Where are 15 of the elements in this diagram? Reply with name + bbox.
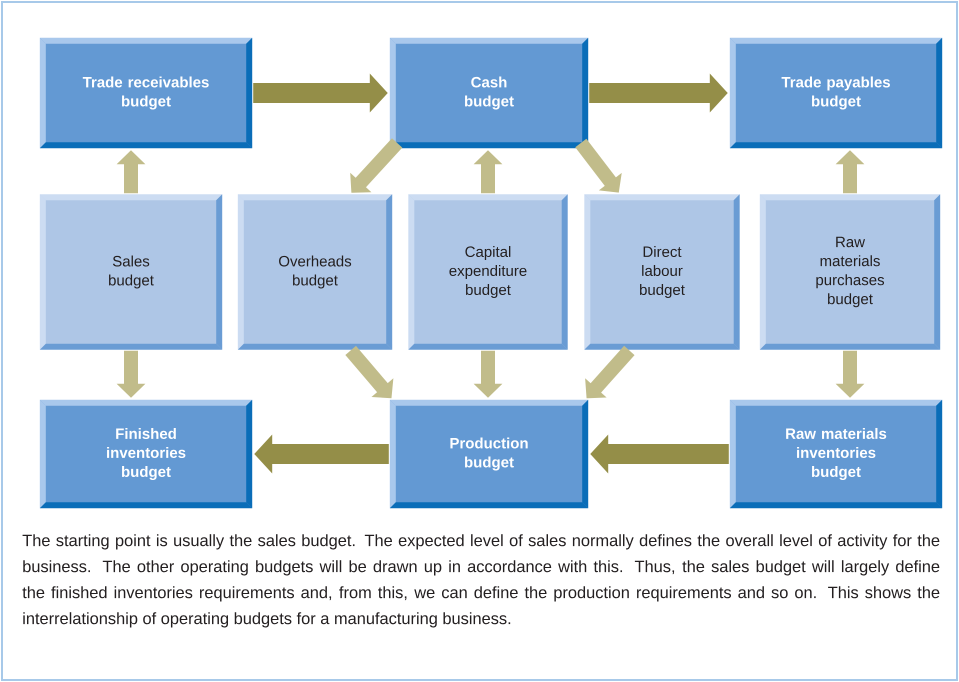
budget-box: Overheads budget bbox=[238, 194, 392, 350]
block-arrow bbox=[350, 138, 402, 193]
budget-box: Finished inventories budget bbox=[40, 400, 252, 508]
budget-box: Raw materials inventories budget bbox=[730, 400, 942, 508]
budget-box: Direct labour budget bbox=[584, 194, 740, 350]
budget-box: Raw materials purchases budget bbox=[760, 194, 940, 350]
budget-box: Production budget bbox=[390, 400, 588, 508]
block-arrow bbox=[585, 346, 635, 398]
budget-box: Capital expenditure budget bbox=[408, 194, 568, 350]
budget-box: Trade payables budget bbox=[730, 38, 942, 148]
budget-box: Cash budget bbox=[390, 38, 588, 148]
budget-box: Trade receivables budget bbox=[40, 38, 252, 148]
caption-text: The starting point is usually the sales budget. The expected level of sales normally defines the overall level of activity for the business. The other operating budgets will be drawn up in accordance with this. Thus, the sales budget will largely define the finished inventories requirements and, from this, we can define the production requirements and so on. This shows the interrelationship of operating budgets for a manufacturing business. bbox=[22, 534, 940, 628]
budget-box: Sales budget bbox=[40, 194, 222, 350]
block-arrow bbox=[345, 346, 394, 398]
